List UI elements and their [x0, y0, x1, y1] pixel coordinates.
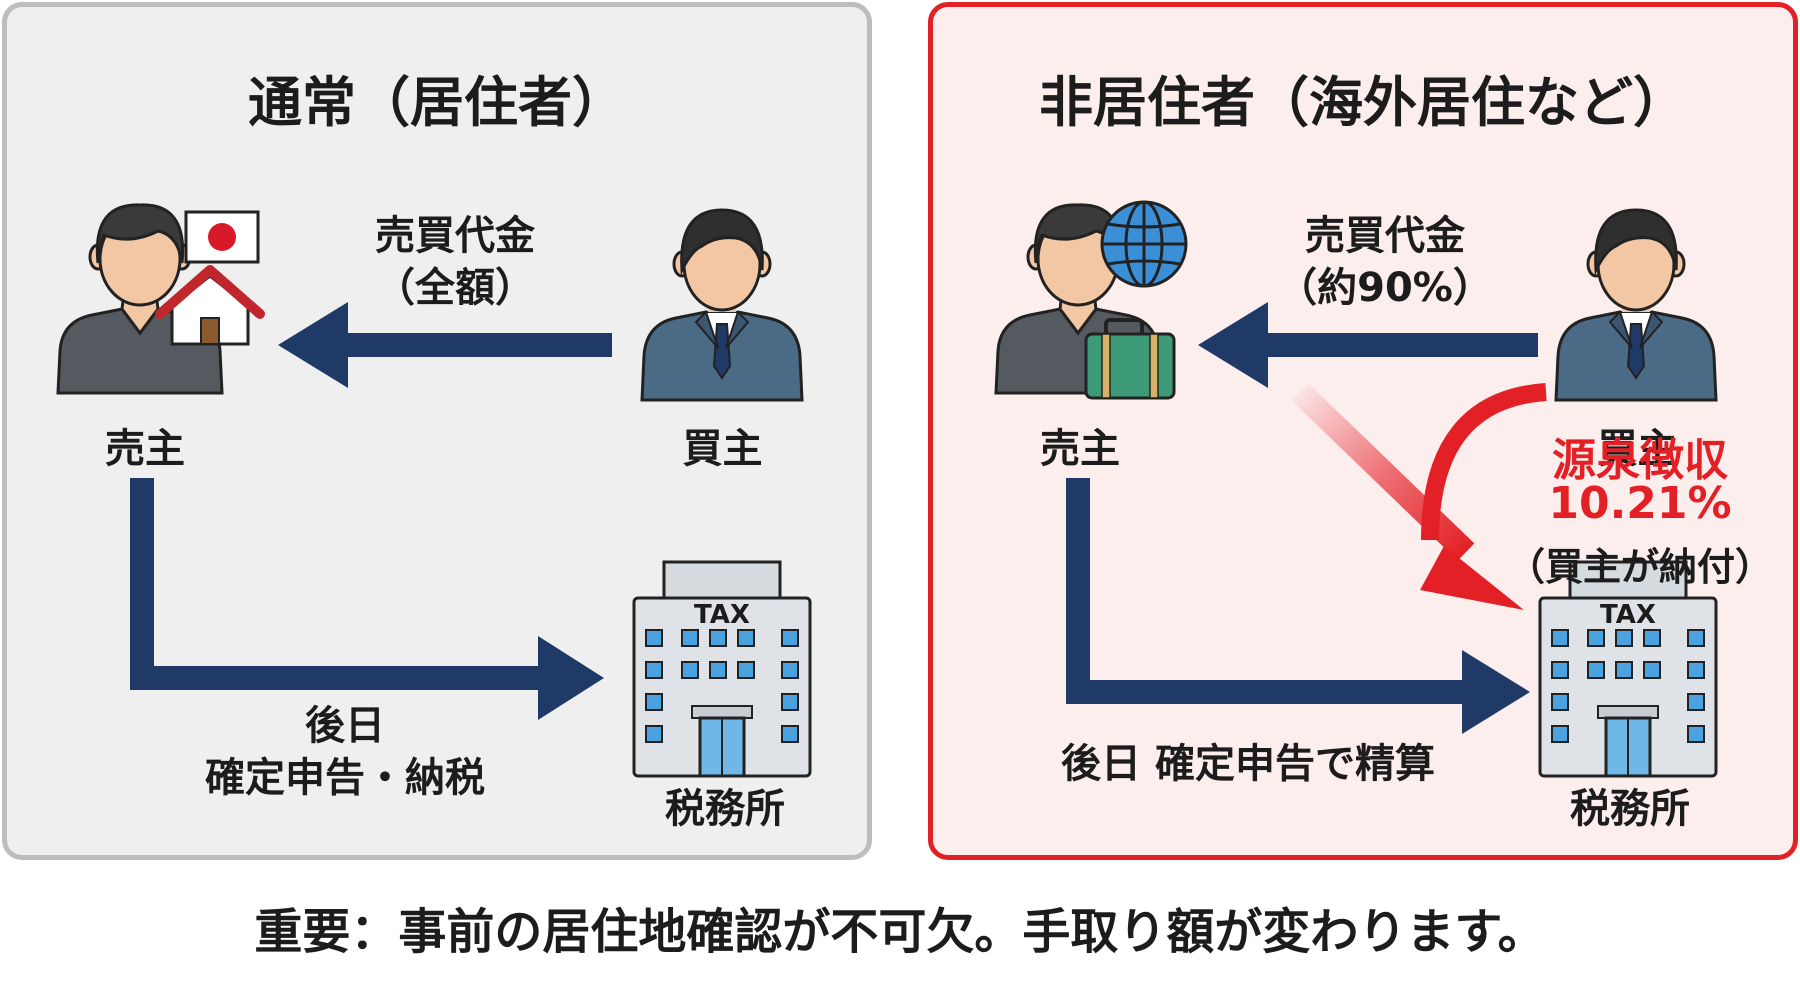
seller-label: 売主 [105, 426, 185, 472]
withholding-label: 源泉徴収 [1552, 435, 1728, 486]
payment-label-line-1: 売買代金 [375, 213, 535, 259]
payment-label: 売買代金 （約90%） [1255, 210, 1515, 314]
tax-office-building-icon [632, 560, 812, 778]
filing-label: 後日 確定申告・納税 [170, 700, 520, 804]
buyer-label: 買主 [1597, 426, 1678, 472]
japan-flag-icon [184, 210, 260, 264]
payment-label-line-2: （全額） [375, 265, 535, 311]
tax-office-label: 税務所 [665, 786, 785, 832]
tax-office-building-icon [1538, 560, 1718, 778]
payment-arrow [1198, 302, 1538, 388]
withholding-payer-note: （買主が納付） [1506, 545, 1773, 589]
non-resident-title: 非居住者（海外居住など） [1039, 71, 1687, 134]
filing-arrow [1066, 478, 1530, 734]
house-icon [155, 265, 265, 346]
payment-arrow [278, 302, 612, 388]
tax-office-label: 税務所 [1570, 786, 1690, 832]
suitcase-icon [1084, 318, 1176, 400]
seller-label: 売主 [1040, 426, 1120, 472]
filing-label-line-2: 確定申告・納税 [205, 755, 485, 801]
payment-label: 売買代金 （全額） [330, 210, 580, 314]
buyer-businessman-icon [640, 208, 804, 402]
tax-sign: TAX [694, 600, 750, 630]
tax-sign: TAX [1600, 600, 1656, 630]
payment-label-line-1: 売買代金 [1305, 213, 1465, 259]
footer-note: 重要：事前の居住地確認が不可欠。手取り額が変わります。 [254, 904, 1546, 960]
filing-arrow [130, 478, 604, 720]
payment-label-line-2: （約90%） [1277, 265, 1493, 311]
withholding-flow-arrow [1291, 383, 1547, 610]
buyer-label: 買主 [682, 426, 763, 472]
filing-label: 後日 確定申告で精算 [1061, 741, 1435, 787]
withholding-rate: 10.21% [1548, 478, 1732, 529]
resident-title: 通常（居住者） [248, 71, 626, 134]
filing-label-line-1: 後日 [305, 703, 385, 749]
globe-icon [1100, 200, 1188, 288]
buyer-businessman-icon [1554, 208, 1718, 402]
